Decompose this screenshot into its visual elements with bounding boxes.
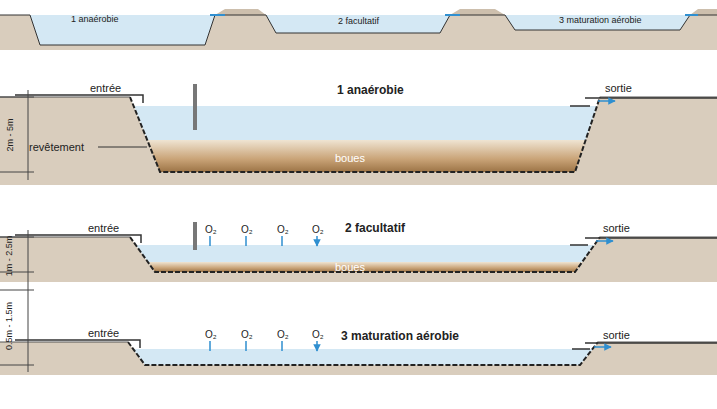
dimension: 0.5m - 1.5m xyxy=(5,302,15,350)
oxygen-label: O₂ xyxy=(277,329,289,340)
oxygen-label: O₂ xyxy=(312,329,324,340)
oxygen-label: O₂ xyxy=(205,224,217,235)
outlet-label: sortie xyxy=(605,82,632,94)
sludge-label: boues xyxy=(335,261,365,273)
oxygen-label: O₂ xyxy=(312,224,324,235)
inlet-label: entrée xyxy=(88,327,119,339)
outlet-label: sortie xyxy=(603,329,630,341)
pond-title: 1 anaérobie xyxy=(337,84,404,97)
pond-label: 2 facultatif xyxy=(338,17,379,27)
oxygen-label: O₂ xyxy=(205,329,217,340)
pond-label: 1 anaérobie xyxy=(71,15,119,25)
part-label: revêtement xyxy=(29,141,84,153)
oxygen-label: O₂ xyxy=(277,224,289,235)
oxygen-label: O₂ xyxy=(241,224,253,235)
dimension: 1m - 2.5m xyxy=(5,236,15,277)
oxygen-label: O₂ xyxy=(241,329,253,340)
pond-title: 2 facultatif xyxy=(345,222,405,235)
inlet-label: entrée xyxy=(88,222,119,234)
pond-label: 3 maturation aérobie xyxy=(559,16,642,26)
outlet-label: sortie xyxy=(603,222,630,234)
inlet-label: entrée xyxy=(90,82,121,94)
dimension: 2m - 5m xyxy=(6,118,16,151)
pond-title: 3 maturation aérobie xyxy=(341,330,459,343)
sludge-label: boues xyxy=(335,152,365,164)
